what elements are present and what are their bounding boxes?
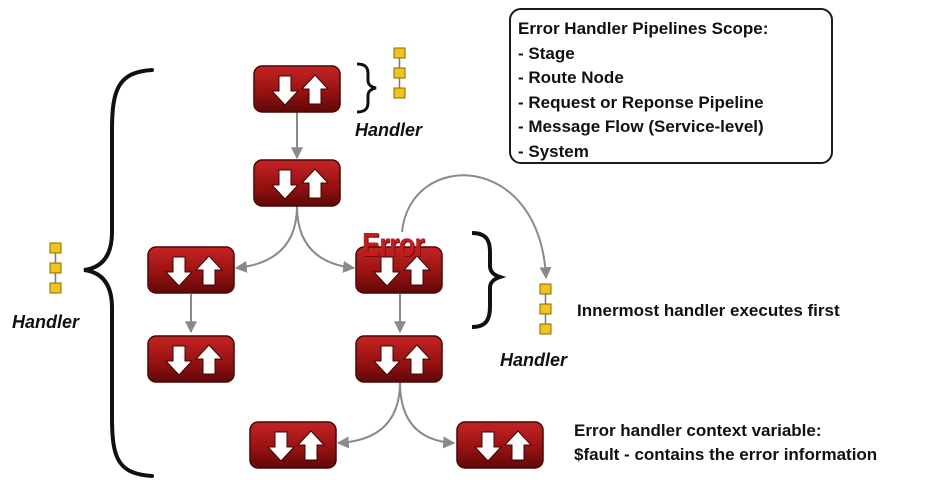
scope-item: - Request or Reponse Pipeline bbox=[518, 92, 764, 112]
handler-chain-icon-error bbox=[539, 283, 552, 335]
error-handler-scope-box: Error Handler Pipelines Scope: - Stage -… bbox=[509, 8, 833, 164]
connector-bottom-to-left bbox=[336, 381, 401, 449]
handler-label-top: Handler bbox=[355, 120, 423, 140]
connectors bbox=[185, 112, 552, 449]
error-to-handler-curve bbox=[401, 174, 552, 280]
context-variable-note: Error handler context variable: $fault -… bbox=[574, 419, 877, 467]
scope-item: - Route Node bbox=[518, 68, 624, 87]
handler-chain-icon-top bbox=[393, 47, 406, 99]
pipeline-node-top bbox=[253, 65, 341, 113]
pipeline-node-left bbox=[147, 246, 235, 294]
handler-label-left: Handler bbox=[12, 312, 80, 332]
innermost-handler-note: Innermost handler executes first bbox=[577, 301, 840, 320]
error-label: Error bbox=[362, 226, 425, 263]
connector-second-to-error bbox=[296, 205, 356, 273]
connector-bottom-to-right bbox=[399, 381, 456, 449]
top-handler-brace bbox=[356, 62, 377, 114]
scope-item: - System bbox=[518, 141, 589, 161]
pipeline-node-second bbox=[253, 159, 341, 207]
pipeline-node-error-bottom bbox=[355, 335, 443, 383]
pipeline-node-left-bottom bbox=[147, 335, 235, 383]
error-handler-brace bbox=[471, 231, 507, 329]
left-scope-brace bbox=[83, 68, 154, 478]
context-variable-line-2: $fault - contains the error information bbox=[574, 445, 878, 464]
context-variable-line-1: Error handler context variable: bbox=[574, 421, 822, 440]
pipeline-node-bottom-left bbox=[249, 421, 337, 469]
handler-chain-icon-left bbox=[49, 242, 62, 294]
pipeline-node-bottom-right bbox=[456, 421, 544, 469]
scope-item: - Message Flow (Service-level) bbox=[518, 117, 764, 136]
scope-item: - Stage bbox=[518, 43, 575, 63]
connector-second-to-left bbox=[234, 205, 298, 273]
scope-box-title: Error Handler Pipelines Scope: bbox=[518, 19, 769, 38]
handler-label-error: Handler bbox=[500, 350, 568, 370]
